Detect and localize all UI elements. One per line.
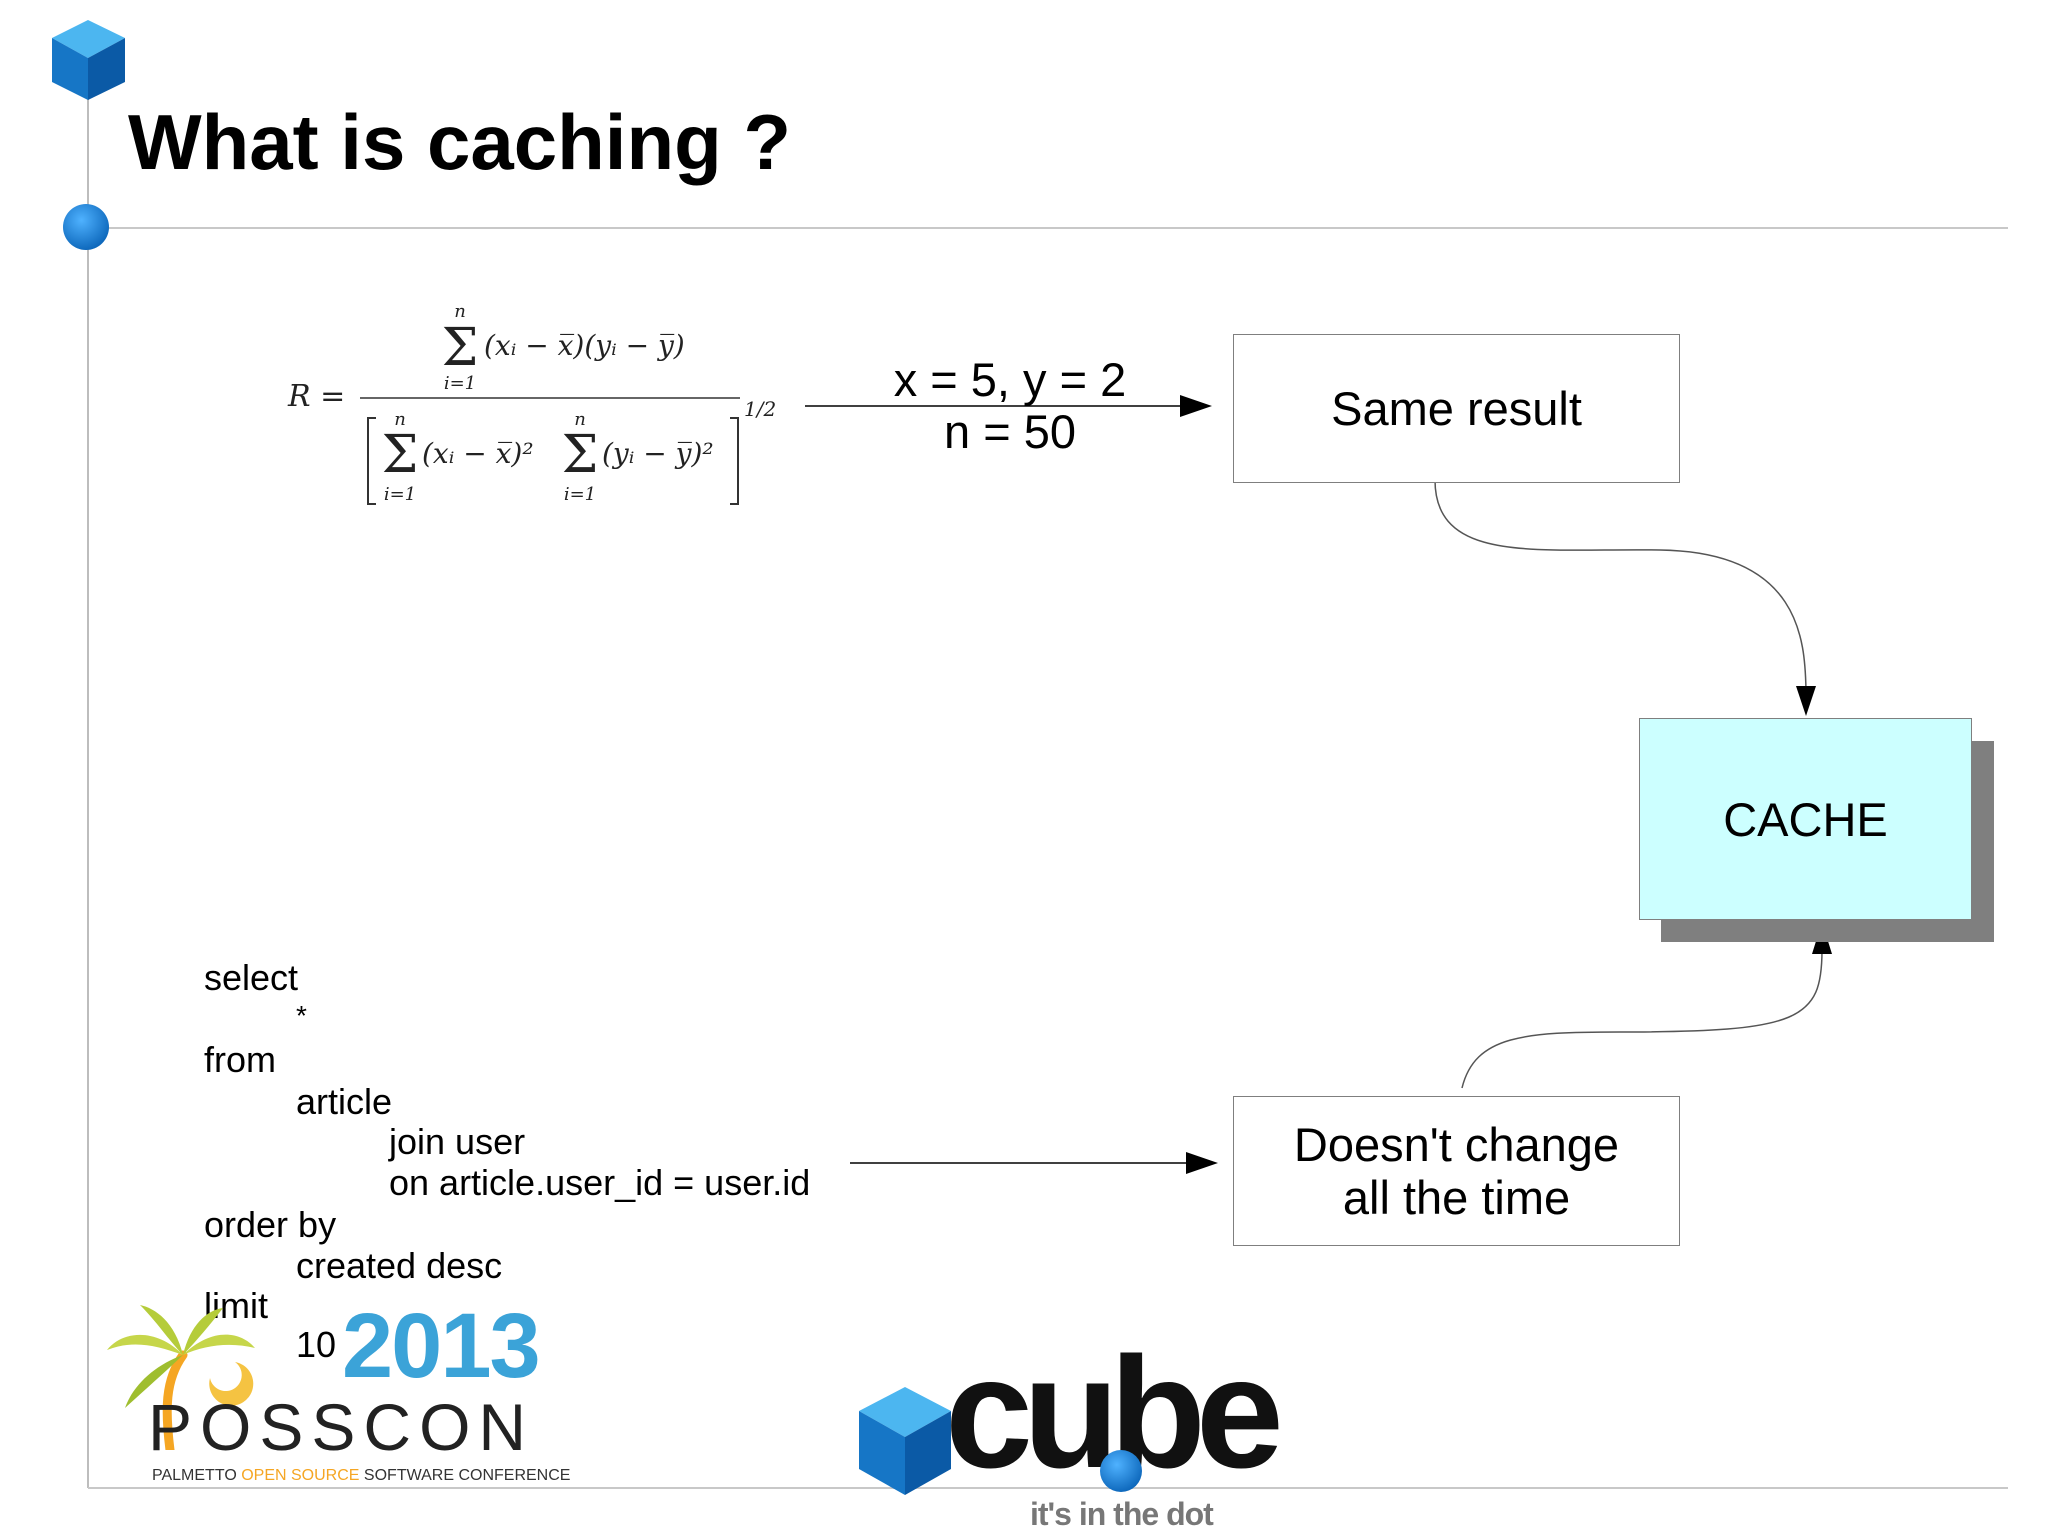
palm-tree-icon xyxy=(107,1305,255,1450)
same-result-box: Same result xyxy=(1233,334,1680,483)
arrow-box-to-cache xyxy=(1461,922,1832,1089)
params-line-2: n = 50 xyxy=(944,405,1076,458)
sql-join: join user xyxy=(389,1121,526,1162)
sql-on: on article.user_id = user.id xyxy=(389,1162,811,1203)
formula-exponent: 1/2 xyxy=(744,397,776,421)
doesnt-change-box: Doesn't change all the time xyxy=(1233,1096,1680,1246)
formula-sigma-lower: i=1 xyxy=(564,484,596,505)
formula-denominator-right: (yᵢ − y̅)² xyxy=(602,437,714,470)
sql-select: select xyxy=(204,957,299,998)
params-label: x = 5, y = 2 n = 50 xyxy=(870,354,1150,458)
cache-label: CACHE xyxy=(1723,792,1888,846)
sql-limit-value: 10 xyxy=(296,1324,337,1365)
sql-from: from xyxy=(204,1039,276,1080)
formula-numerator: (xᵢ − x̅)(yᵢ − y̅) xyxy=(484,329,685,362)
correlation-formula: R = n Σ i=1 (xᵢ − x̅)(yᵢ − y̅) n Σ i=1 (… xyxy=(287,301,776,505)
sql-created: created desc xyxy=(296,1245,503,1286)
params-line-1: x = 5, y = 2 xyxy=(893,353,1127,406)
formula-sigma-lower: i=1 xyxy=(444,373,476,394)
cube-tagline: it's in the dot xyxy=(1030,1496,1214,1532)
posscon-name: POSSCON xyxy=(148,1390,535,1464)
arrow-result-to-cache xyxy=(1434,479,1816,716)
posscon-year: 2013 xyxy=(342,1295,541,1397)
formula-sigma-lower: i=1 xyxy=(384,484,416,505)
page-title: What is caching ? xyxy=(128,98,792,186)
cube-icon xyxy=(52,20,125,100)
formula-sigma-upper: n xyxy=(574,409,586,430)
cube-logo-icon xyxy=(859,1387,951,1495)
sql-article: article xyxy=(296,1081,393,1122)
sigma-symbol: Σ xyxy=(442,318,479,378)
formula-sigma-upper: n xyxy=(394,409,406,430)
left-bracket xyxy=(367,417,376,505)
same-result-label: Same result xyxy=(1331,382,1582,435)
sql-order-by: order by xyxy=(204,1204,337,1245)
posscon-tagline-conference: SOFTWARE CONFERENCE xyxy=(363,1467,571,1484)
arrow-formula-to-result xyxy=(805,395,1212,417)
sql-limit: limit xyxy=(204,1285,268,1326)
posscon-tagline: PALMETTO OPEN SOURCE SOFTWARE CONFERENCE xyxy=(152,1466,570,1486)
right-bracket xyxy=(730,417,739,505)
sql-star: * xyxy=(296,1000,307,1031)
sigma-symbol: Σ xyxy=(382,425,419,485)
formula-sigma-upper: n xyxy=(454,301,466,322)
title-dot-icon xyxy=(63,204,109,250)
formula-lhs: R = xyxy=(287,379,345,414)
doesnt-change-label: Doesn't change all the time xyxy=(1293,1118,1620,1224)
cube-dot-icon xyxy=(1100,1450,1142,1492)
posscon-tagline-palmetto: PALMETTO xyxy=(152,1467,237,1484)
cache-box: CACHE xyxy=(1639,718,1972,920)
sigma-symbol: Σ xyxy=(562,425,599,485)
formula-denominator-left: (xᵢ − x̅)² xyxy=(422,437,534,470)
posscon-tagline-open-source: OPEN SOURCE xyxy=(241,1467,360,1484)
arrow-query-to-box xyxy=(850,1152,1218,1174)
